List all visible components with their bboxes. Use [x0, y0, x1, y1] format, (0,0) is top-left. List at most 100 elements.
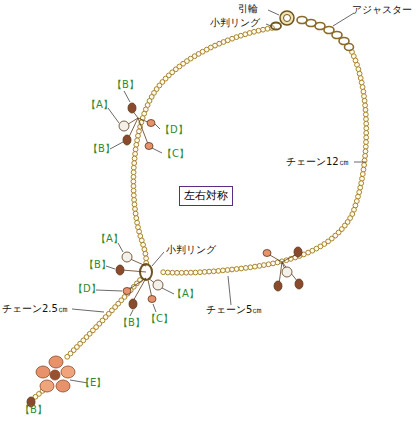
chain-link: [271, 261, 276, 266]
chain-link: [364, 131, 369, 136]
note-box: 左右対称: [179, 186, 233, 206]
clasp: [280, 11, 294, 25]
chain-link: [253, 264, 258, 269]
chain-link: [131, 170, 136, 175]
chain-link: [221, 268, 226, 273]
chain-link: [363, 149, 368, 154]
chain-link: [131, 193, 136, 198]
chain-link: [211, 269, 216, 274]
chain-link: [364, 121, 369, 126]
part-callout: 【A】: [96, 233, 123, 245]
part-label: チェーン5㎝: [206, 304, 262, 316]
chain-link: [198, 270, 203, 275]
part-callout: 【B】: [84, 259, 111, 271]
bead-cluster: [116, 252, 163, 309]
part-callout: 【E】: [80, 377, 106, 389]
chain-link: [234, 267, 239, 272]
chain-link: [134, 142, 139, 147]
chain-link: [131, 165, 136, 170]
chain-link: [225, 268, 230, 273]
part-callout: 【A】: [86, 99, 113, 111]
chain-link: [161, 270, 166, 275]
chain-link: [144, 256, 149, 261]
chain-link: [359, 181, 364, 186]
flower-bead: [36, 356, 75, 392]
chain-link: [131, 184, 136, 189]
chain-link: [358, 76, 363, 81]
chain-link: [239, 266, 244, 271]
chain-link: [262, 263, 267, 268]
chain-link: [193, 270, 198, 275]
chain-link: [362, 98, 367, 103]
chain-link: [136, 133, 141, 138]
chain-link: [65, 354, 70, 359]
chain-link: [133, 152, 138, 157]
chain-link: [364, 140, 369, 145]
chain-link: [363, 108, 368, 113]
chain-link: [359, 80, 364, 85]
chain-link: [362, 163, 367, 168]
chain-link: [363, 144, 368, 149]
chain-link: [131, 179, 136, 184]
chain-link: [265, 26, 270, 31]
chain-link: [132, 156, 137, 161]
chain-link: [179, 270, 184, 275]
chain-link: [135, 220, 140, 225]
chain-link: [184, 270, 189, 275]
part-label: 小判リング: [210, 17, 260, 29]
chain: [33, 26, 369, 400]
chain-link: [137, 129, 142, 134]
part-callout: 【B】: [88, 143, 115, 155]
chain-link: [202, 270, 207, 275]
adjuster: [297, 17, 354, 51]
chain-link: [360, 85, 365, 90]
part-callout: 【C】: [162, 148, 189, 160]
bead-cluster: [263, 247, 303, 291]
chain-link: [266, 262, 271, 267]
chain-link: [363, 112, 368, 117]
part-label: 小判リング: [166, 244, 216, 256]
chain-link: [362, 94, 367, 99]
chain-link: [132, 202, 137, 207]
chain-link: [170, 270, 175, 275]
part-callout: 【B】: [112, 79, 139, 91]
chain-link: [257, 264, 262, 269]
chain-link: [361, 167, 366, 172]
chain-link: [131, 175, 136, 180]
chain-link: [165, 270, 170, 275]
chain-link: [358, 185, 363, 190]
chain-link: [364, 126, 369, 131]
chain-link: [175, 270, 180, 275]
chain-link: [364, 117, 369, 122]
part-callout: 【C】: [146, 313, 173, 325]
part-callout: 【D】: [160, 124, 188, 136]
chain-link: [360, 176, 365, 181]
chain-link: [216, 269, 221, 274]
oval-ring: [271, 23, 281, 30]
leader-line: [70, 10, 366, 383]
part-label: 引輪: [238, 3, 258, 15]
part-callout: 【B】: [118, 317, 145, 329]
chain-link: [132, 161, 137, 166]
chain-link: [261, 27, 266, 32]
part-label: チェーン12㎝: [286, 156, 349, 168]
chain-link: [243, 266, 248, 271]
part-label: チェーン2.5㎝: [2, 303, 68, 315]
part-callout: 【D】: [73, 283, 101, 295]
chain-link: [188, 270, 193, 275]
bead-cluster: [119, 103, 155, 150]
chain-link: [134, 216, 139, 221]
chain-link: [360, 172, 365, 177]
chain-link: [364, 135, 369, 140]
part-label: アジャスター: [352, 4, 412, 16]
part-callout: 【B】: [20, 404, 47, 416]
chain-link: [133, 211, 138, 216]
chain-link: [363, 154, 368, 159]
chain-link: [133, 207, 138, 212]
note-text: 左右対称: [184, 189, 228, 203]
part-callout: 【A】: [172, 288, 199, 300]
chain-link: [131, 188, 136, 193]
chain-link: [135, 138, 140, 143]
